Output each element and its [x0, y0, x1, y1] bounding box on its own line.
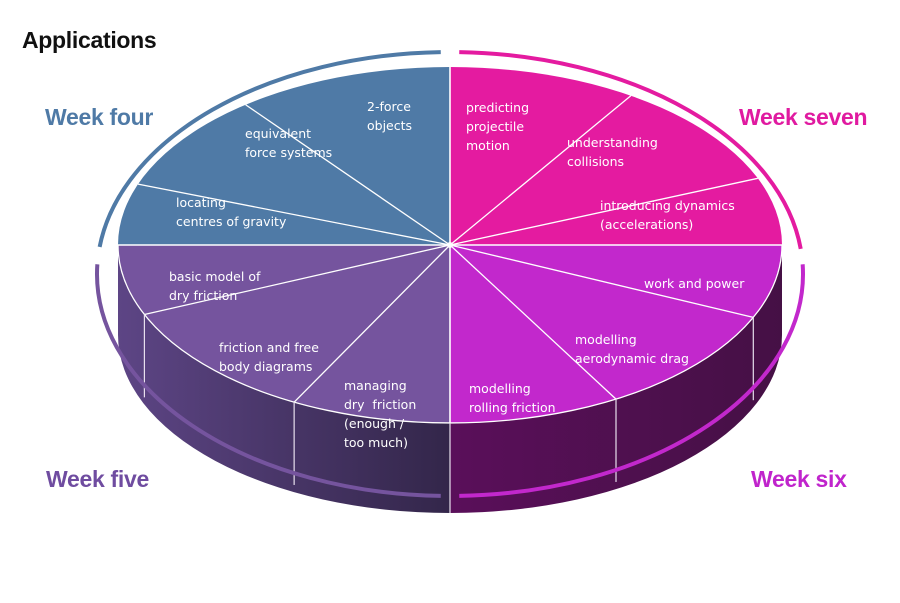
quadrant-week-five — [118, 245, 450, 423]
pie-sides — [118, 245, 782, 513]
segment-divider — [245, 104, 451, 246]
segment-basic-model-of-dry-friction: basic model of dry friction — [169, 269, 261, 303]
week-five-label: Week five — [46, 466, 149, 492]
side-wall-week-five — [118, 245, 450, 513]
segment-introducing-dynamics: introducing dynamics (accelerations) — [600, 198, 735, 232]
ring-arc-week-four — [97, 50, 441, 248]
segment-divider — [293, 244, 451, 403]
center-point — [447, 242, 453, 248]
quadrant-week-six — [450, 245, 782, 423]
segment-managing-dry-friction: managing dry friction (enough / too much… — [344, 378, 417, 450]
ring-arc-week-six — [459, 264, 805, 498]
segment-divider — [449, 244, 617, 400]
segment-divider — [449, 95, 632, 246]
segment-locating-centres-of-gravity: locating centres of gravity — [176, 195, 287, 229]
segment-divider — [449, 177, 758, 246]
segment-equivalent-force-systems: equivalent force systems — [245, 126, 333, 160]
segment-friction-and-free-body-diagrams: friction and free body diagrams — [219, 340, 319, 374]
ring-arc-week-seven — [459, 50, 803, 250]
quadrant-week-seven — [450, 67, 782, 245]
page-title: Applications — [22, 27, 157, 53]
segment-divider — [144, 244, 451, 316]
segment-modelling-aerodynamic-drag: modelling aerodynamic drag — [575, 332, 689, 366]
pie-top-face — [118, 67, 782, 423]
segment-divider — [449, 244, 754, 319]
week-four-label: Week four — [45, 104, 154, 130]
quadrant-week-four — [118, 67, 450, 245]
segment-modelling-rolling-friction: modelling rolling friction — [469, 381, 556, 415]
segment-predicting-projectile-motion: predicting projectile motion — [466, 100, 530, 153]
segment-2-force-objects: 2-force objects — [367, 99, 413, 133]
segment-work-and-power: work and power — [644, 276, 745, 291]
segment-divider — [137, 183, 451, 246]
side-wall-week-six — [450, 245, 782, 513]
week-six-label: Week six — [751, 466, 847, 492]
ring-arc-week-five — [95, 264, 441, 498]
week-ring-arcs — [95, 50, 805, 498]
segment-understanding-collisions: understanding collisions — [567, 135, 658, 169]
week-seven-label: Week seven — [739, 104, 868, 130]
